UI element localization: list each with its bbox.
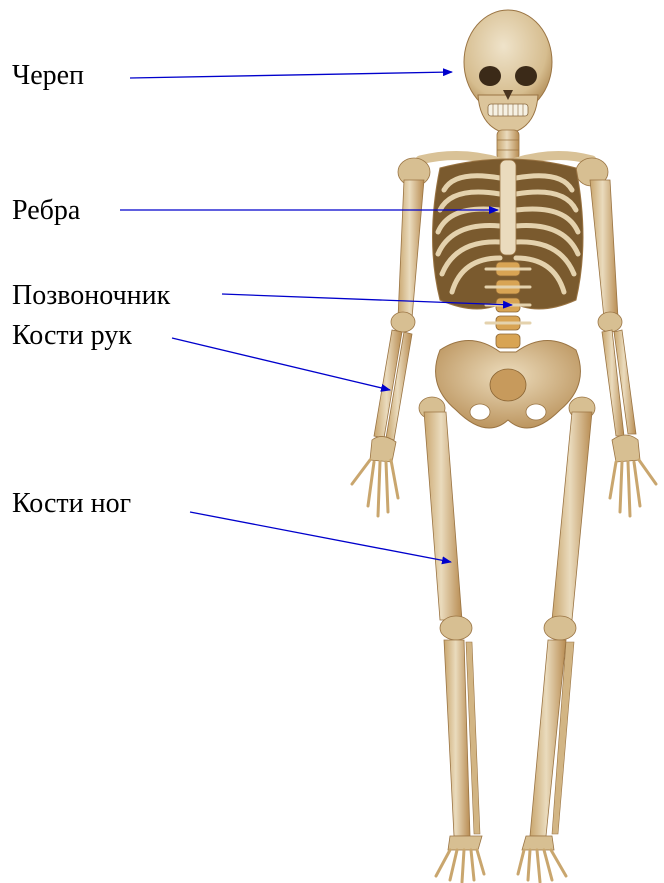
label-leg-bones: Кости ног bbox=[12, 490, 131, 518]
legs bbox=[419, 397, 595, 882]
pelvis bbox=[436, 340, 581, 428]
label-arm-bones: Кости рук bbox=[12, 322, 132, 350]
skull-arrow bbox=[130, 72, 452, 78]
label-skull: Череп bbox=[12, 62, 84, 90]
arm-bones-arrow bbox=[172, 338, 390, 390]
label-spine: Позвоночник bbox=[12, 282, 170, 310]
leg-bones-arrow bbox=[190, 512, 451, 562]
pointer-arrows bbox=[120, 72, 512, 562]
neck-vertebrae bbox=[497, 130, 519, 160]
skull-shape bbox=[464, 10, 552, 134]
label-ribs: Ребра bbox=[12, 197, 80, 225]
